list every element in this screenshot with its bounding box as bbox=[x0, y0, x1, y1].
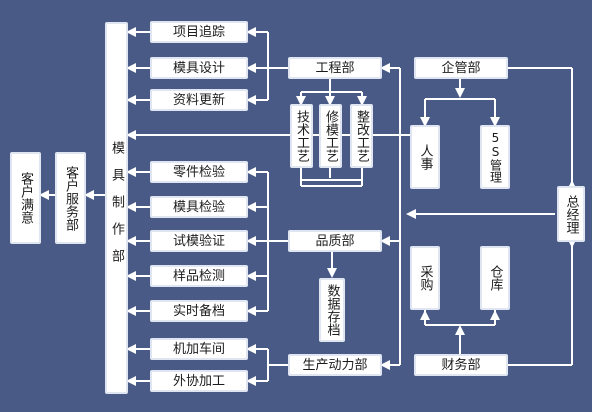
customer-satisfaction-box: 客户满意 bbox=[10, 152, 41, 244]
data-archive-label: 数据存档 bbox=[324, 284, 340, 336]
quality-box: 品质部 bbox=[288, 230, 382, 252]
quality-label: 品质部 bbox=[315, 233, 355, 249]
project-tracking-label: 项目追踪 bbox=[172, 24, 225, 40]
tech-process-label: 技术工艺 bbox=[294, 110, 309, 162]
outsourcing-label: 外协加工 bbox=[172, 373, 225, 389]
mold-repair-process-box: 修模工艺 bbox=[319, 104, 342, 168]
realtime-archive-box: 实时备档 bbox=[150, 300, 248, 322]
part-inspection-box: 零件检验 bbox=[150, 161, 248, 183]
finance-label: 财务部 bbox=[441, 357, 481, 373]
enterprise-management-box: 企管部 bbox=[414, 57, 508, 79]
trial-verification-box: 试模验证 bbox=[150, 230, 248, 252]
engineering-box: 工程部 bbox=[288, 57, 382, 79]
warehouse-label: 仓库 bbox=[487, 265, 503, 291]
sample-testing-box: 样品检测 bbox=[150, 265, 248, 287]
rectification-process-label: 整改工艺 bbox=[354, 110, 369, 162]
purchasing-box: 采购 bbox=[410, 246, 440, 310]
hr-label: 人事 bbox=[417, 144, 433, 170]
data-update-label: 资料更新 bbox=[172, 92, 225, 108]
purchasing-label: 采购 bbox=[417, 265, 433, 291]
mold-design-label: 模具设计 bbox=[172, 60, 225, 76]
production-power-label: 生产动力部 bbox=[302, 357, 368, 373]
mold-making-spine: 模具制作部 bbox=[105, 22, 128, 394]
five-s-label: 5S管理 bbox=[488, 131, 503, 183]
mold-repair-process-label: 修模工艺 bbox=[323, 110, 338, 162]
customer-service-label: 客户服务部 bbox=[63, 165, 78, 231]
rectification-process-box: 整改工艺 bbox=[350, 104, 373, 168]
sample-testing-label: 样品检测 bbox=[172, 268, 225, 284]
customer-satisfaction-label: 客户满意 bbox=[18, 172, 33, 224]
mold-inspection-label: 模具检验 bbox=[172, 199, 225, 215]
trial-verification-label: 试模验证 bbox=[172, 233, 225, 249]
hr-box: 人事 bbox=[410, 125, 440, 189]
mold-making-label: 模具制作部 bbox=[109, 140, 124, 276]
part-inspection-label: 零件检验 bbox=[172, 164, 225, 180]
data-update-box: 资料更新 bbox=[150, 89, 248, 111]
warehouse-box: 仓库 bbox=[480, 246, 510, 310]
enterprise-management-label: 企管部 bbox=[441, 60, 481, 76]
mold-design-box: 模具设计 bbox=[150, 57, 248, 79]
tech-process-box: 技术工艺 bbox=[290, 104, 313, 168]
realtime-archive-label: 实时备档 bbox=[172, 303, 225, 319]
outsourcing-box: 外协加工 bbox=[150, 370, 248, 392]
general-manager-label: 总经理 bbox=[563, 194, 579, 234]
project-tracking-box: 项目追踪 bbox=[150, 21, 248, 43]
data-archive-box: 数据存档 bbox=[319, 278, 345, 342]
engineering-label: 工程部 bbox=[315, 60, 355, 76]
general-manager-box: 总经理 bbox=[557, 186, 585, 242]
finance-box: 财务部 bbox=[414, 354, 508, 376]
mold-inspection-box: 模具检验 bbox=[150, 196, 248, 218]
machining-shop-box: 机加车间 bbox=[150, 338, 248, 360]
five-s-box: 5S管理 bbox=[480, 125, 510, 189]
machining-shop-label: 机加车间 bbox=[172, 341, 225, 357]
production-power-box: 生产动力部 bbox=[288, 354, 382, 376]
customer-service-box: 客户服务部 bbox=[55, 152, 86, 244]
